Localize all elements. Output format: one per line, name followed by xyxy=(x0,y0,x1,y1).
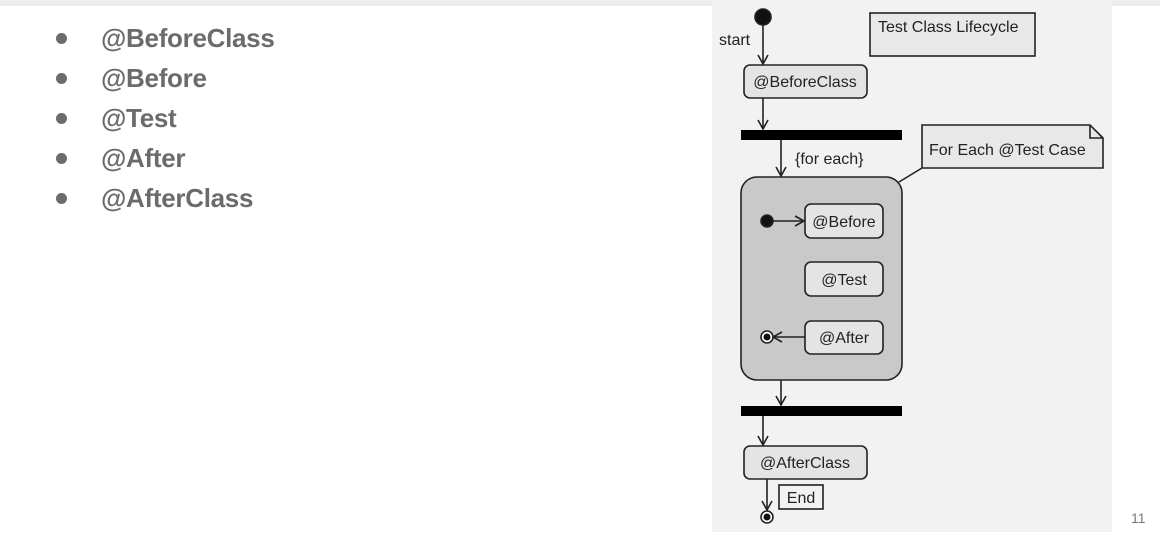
note-fold-icon xyxy=(1089,125,1103,139)
bullet-text: @Before xyxy=(101,63,207,93)
start-node-icon xyxy=(754,8,772,26)
after-class-label: @AfterClass xyxy=(760,455,850,472)
bullet-item: @After xyxy=(52,138,275,178)
before-class-label: @BeforeClass xyxy=(753,74,856,91)
bullet-text: @BeforeClass xyxy=(101,23,275,53)
end-label-box xyxy=(778,484,824,510)
title-box xyxy=(869,12,1036,57)
test-box xyxy=(804,261,884,297)
join-bar xyxy=(741,406,902,416)
bullet-icon xyxy=(56,153,67,164)
note-label: For Each @Test Case xyxy=(929,142,1086,159)
before-label: @Before xyxy=(812,214,875,231)
diagram-title: Test Class Lifecycle xyxy=(878,19,1019,36)
before-class-box xyxy=(743,64,868,99)
bullet-icon xyxy=(56,193,67,204)
start-label: start xyxy=(719,32,751,49)
bullet-text: @AfterClass xyxy=(101,183,254,213)
after-class-box xyxy=(743,445,868,480)
inner-start-node-icon xyxy=(760,214,774,228)
fork-bar xyxy=(741,130,902,140)
bullet-icon xyxy=(56,33,67,44)
after-label: @After xyxy=(819,330,870,347)
test-label: @Test xyxy=(821,272,867,289)
bullet-item: @BeforeClass xyxy=(52,18,275,58)
note-connector xyxy=(898,167,923,183)
bullet-icon xyxy=(56,113,67,124)
bullet-item: @AfterClass xyxy=(52,178,275,218)
before-box xyxy=(804,203,884,239)
note-box xyxy=(921,124,1104,169)
top-bar xyxy=(0,0,1160,6)
bullet-text: @Test xyxy=(101,103,177,133)
bullet-item: @Before xyxy=(52,58,275,98)
bullet-list: @BeforeClass @Before @Test @After @After… xyxy=(52,18,275,218)
loop-label: {for each} xyxy=(795,151,864,168)
bullet-icon xyxy=(56,73,67,84)
page-number: 11 xyxy=(1131,510,1146,526)
bullet-text: @After xyxy=(101,143,186,173)
end-label: End xyxy=(787,490,815,507)
bullet-item: @Test xyxy=(52,98,275,138)
